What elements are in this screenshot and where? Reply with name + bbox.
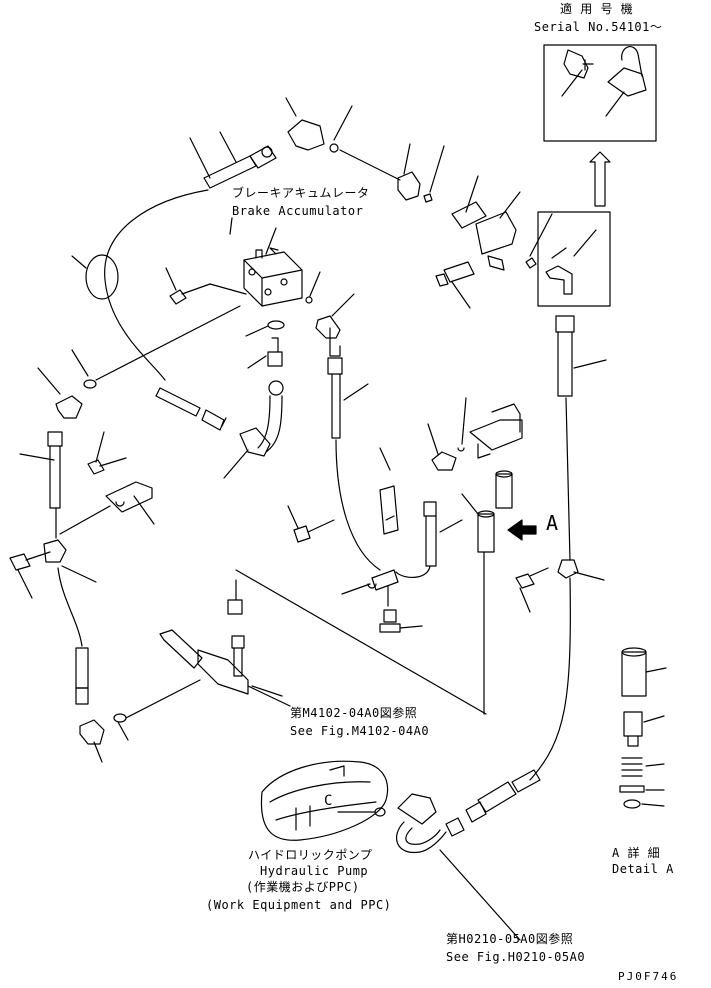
pipe-to-left-fitting bbox=[95, 305, 241, 381]
center-cylinder-parts bbox=[461, 470, 513, 715]
right-long-hose bbox=[465, 315, 607, 823]
hydraulic-pump-jp-sub-label: (作業機およびPPC) bbox=[246, 880, 360, 894]
left-vertical-hose bbox=[19, 431, 97, 705]
middle-hose bbox=[155, 387, 227, 431]
hydraulic-pump-en-label: Hydraulic Pump bbox=[260, 864, 369, 878]
pump-mark-label: C bbox=[324, 793, 333, 809]
ref-m4102-jp-label: 第M4102-04A0図参照 bbox=[290, 706, 418, 720]
detail-a-jp-label: A 詳 細 bbox=[612, 846, 661, 860]
valve-block bbox=[159, 569, 487, 715]
short-center-hose bbox=[395, 501, 463, 578]
ref-h0210-jp-label: 第H0210-05A0図参照 bbox=[446, 932, 574, 946]
top-elbow-fitting bbox=[285, 97, 353, 153]
serial-number-label: Serial No.54101～ bbox=[534, 20, 663, 34]
hydraulic-pump-en-sub-label: (Work Equipment and PPC) bbox=[206, 898, 392, 912]
ref-leader-m4102 bbox=[247, 685, 291, 707]
up-arrow-icon bbox=[589, 151, 611, 207]
center-right-bracket bbox=[427, 397, 523, 471]
ref-m4102-en-label: See Fig.M4102-04A0 bbox=[290, 724, 430, 738]
brake-accumulator-jp-label: ブレーキアキュムレータ bbox=[232, 186, 370, 200]
brake-accumulator-en-label: Brake Accumulator bbox=[232, 204, 364, 218]
right-bolt bbox=[515, 567, 549, 613]
center-elbow-hose bbox=[223, 380, 284, 479]
detail-a-en-label: Detail A bbox=[612, 862, 674, 876]
center-vertical-hose bbox=[327, 345, 381, 571]
top-hose bbox=[71, 131, 277, 381]
left-clamp-bolt bbox=[9, 431, 155, 599]
ref-h0210-en-label: See Fig.H0210-05A0 bbox=[446, 950, 586, 964]
center-bolt bbox=[287, 505, 335, 543]
serial-title-label: 適 用 号 機 bbox=[560, 2, 634, 16]
center-top-fittings bbox=[397, 143, 553, 309]
elbow-inset-box bbox=[537, 211, 611, 307]
detail-a-parts bbox=[619, 647, 667, 809]
accumulator-lower-parts bbox=[245, 271, 355, 369]
hydraulic-pump-jp-label: ハイドロリックポンプ bbox=[248, 848, 373, 862]
serial-inset-box bbox=[543, 44, 657, 142]
pump-pipe bbox=[395, 793, 465, 854]
view-letter-label: A bbox=[546, 511, 559, 535]
pipe-segment bbox=[339, 149, 401, 181]
left-elbow-fitting bbox=[37, 349, 97, 419]
hydraulic-pump bbox=[260, 760, 389, 841]
ref-leader-h0210 bbox=[439, 849, 521, 941]
drawing-code-label: PJ0F746 bbox=[618, 970, 679, 983]
accumulator-bolt bbox=[165, 267, 247, 305]
view-arrow-a-icon bbox=[507, 519, 537, 541]
center-clamp bbox=[341, 447, 423, 633]
brake-accumulator-block bbox=[229, 217, 303, 307]
bottom-left-elbow bbox=[79, 679, 201, 763]
